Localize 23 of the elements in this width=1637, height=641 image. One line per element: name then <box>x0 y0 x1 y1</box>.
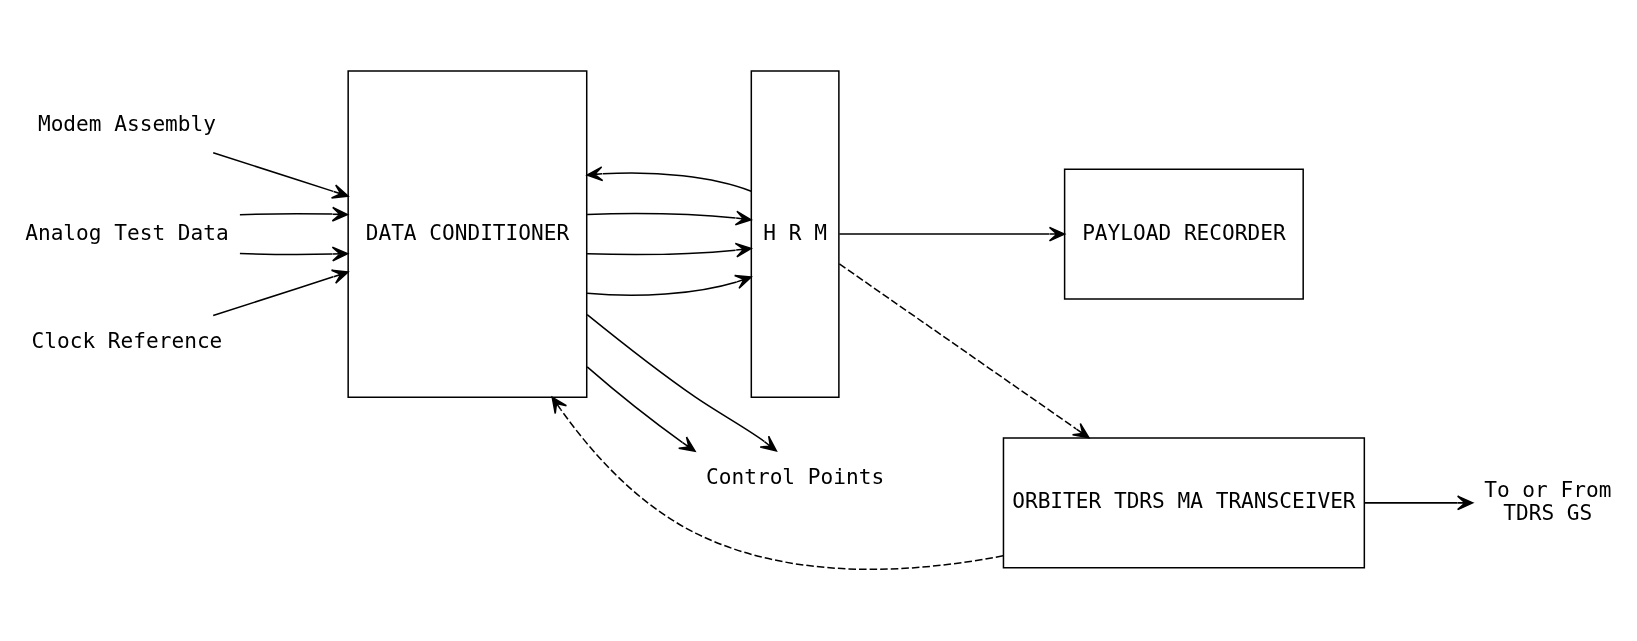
arrow <box>838 263 1090 439</box>
arrow <box>212 151 349 199</box>
arrow <box>586 274 752 296</box>
arrow <box>586 242 752 258</box>
node-box: PAYLOAD RECORDER <box>1063 168 1304 300</box>
node-text: Analog Test Data <box>25 219 229 245</box>
node-box: H R M <box>750 70 840 398</box>
node-text: Clock Reference <box>31 328 223 354</box>
arrow <box>586 166 752 192</box>
arrow <box>1364 495 1474 511</box>
arrow <box>586 313 778 452</box>
arrow <box>838 226 1066 242</box>
node-text: Control Points <box>706 464 885 490</box>
arrow <box>586 210 752 226</box>
node-text: Modem Assembly <box>37 110 216 136</box>
arrow <box>239 246 349 262</box>
arrow <box>586 366 696 452</box>
node-box: DATA CONDITIONER <box>347 70 588 398</box>
arrow <box>239 206 349 222</box>
arrow <box>551 396 1004 571</box>
node-text: To or From TDRS GS <box>1484 477 1612 525</box>
node-box: ORBITER TDRS MA TRANSCEIVER <box>1002 437 1366 569</box>
arrow <box>212 269 349 317</box>
